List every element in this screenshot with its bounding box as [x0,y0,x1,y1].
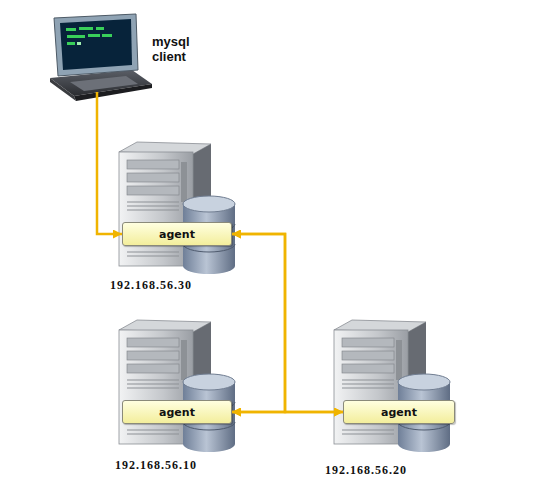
ip-address: 192.168.56.30 [110,278,192,293]
client-label: mysql client [152,34,198,64]
ip-address: 192.168.56.20 [325,463,407,478]
server-illustration [320,318,460,454]
server-host: 192.168.56.20 agent [320,318,470,483]
agent-label: agent [159,228,195,241]
ip-address: 192.168.56.10 [115,458,197,473]
laptop-illustration [40,12,152,104]
agent-label: agent [381,406,417,419]
link-arrow [232,234,285,412]
agent-box: agent [343,400,455,424]
agent-box: agent [122,400,232,424]
server-host: 192.168.56.10 agent [105,318,250,478]
server-illustration [105,318,245,454]
server-host: 192.168.56.30 agent [105,140,250,300]
agent-box: agent [122,222,232,246]
agent-label: agent [159,406,195,419]
link-arrow [232,411,343,414]
link-arrow [232,234,343,412]
client-laptop: mysql client [40,12,200,92]
link-arrow [97,92,122,234]
server-illustration [105,140,245,276]
